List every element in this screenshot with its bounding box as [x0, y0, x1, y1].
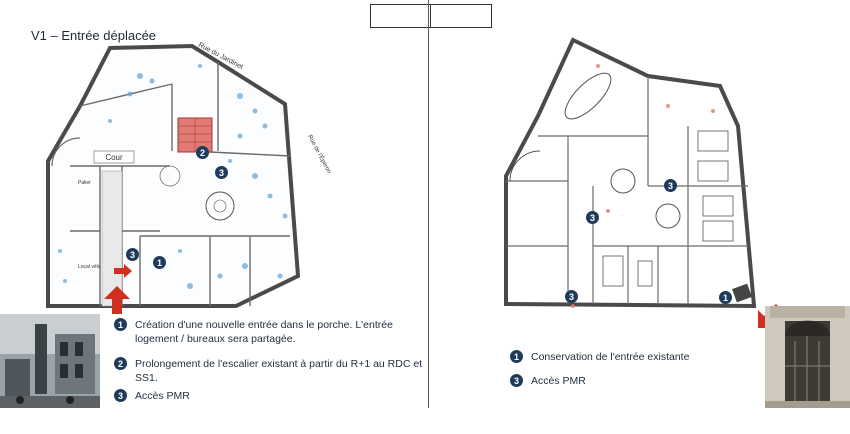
divider	[428, 0, 429, 408]
meeting-table	[564, 72, 612, 120]
marker-3-right-a: 3	[586, 211, 599, 224]
furniture	[58, 64, 288, 289]
right-floor-plan	[504, 37, 757, 309]
marker-3-right-b: 3	[664, 179, 677, 192]
marker-3-left-a: 3	[215, 166, 228, 179]
existing-entrance	[732, 283, 752, 303]
marker-3-right-c: 3	[565, 290, 578, 303]
palier-label: Palier	[78, 180, 91, 186]
marker-3-left-b: 3	[126, 248, 139, 261]
entrance-arrow-icon	[114, 264, 132, 278]
page-title: V1 – Entrée déplacée	[31, 28, 157, 43]
spiral-stair	[205, 191, 235, 221]
marker-1-right: 1	[719, 291, 732, 304]
local-label: Local vélo	[78, 264, 101, 270]
left-street-photo	[0, 314, 100, 408]
marker-1-left: 1	[153, 256, 166, 269]
desks	[602, 130, 734, 287]
marker-2-left: 2	[196, 146, 209, 159]
entrance-up-arrow-icon	[104, 286, 130, 314]
cour-label: Cour	[105, 153, 123, 162]
right-door-photo	[765, 306, 850, 408]
left-floor-plan: Cour Palier Local vélo Rue du Jardinet R…	[46, 42, 333, 308]
street-east-label: Rue de l'Éperon	[306, 134, 332, 175]
header-box	[370, 4, 492, 28]
